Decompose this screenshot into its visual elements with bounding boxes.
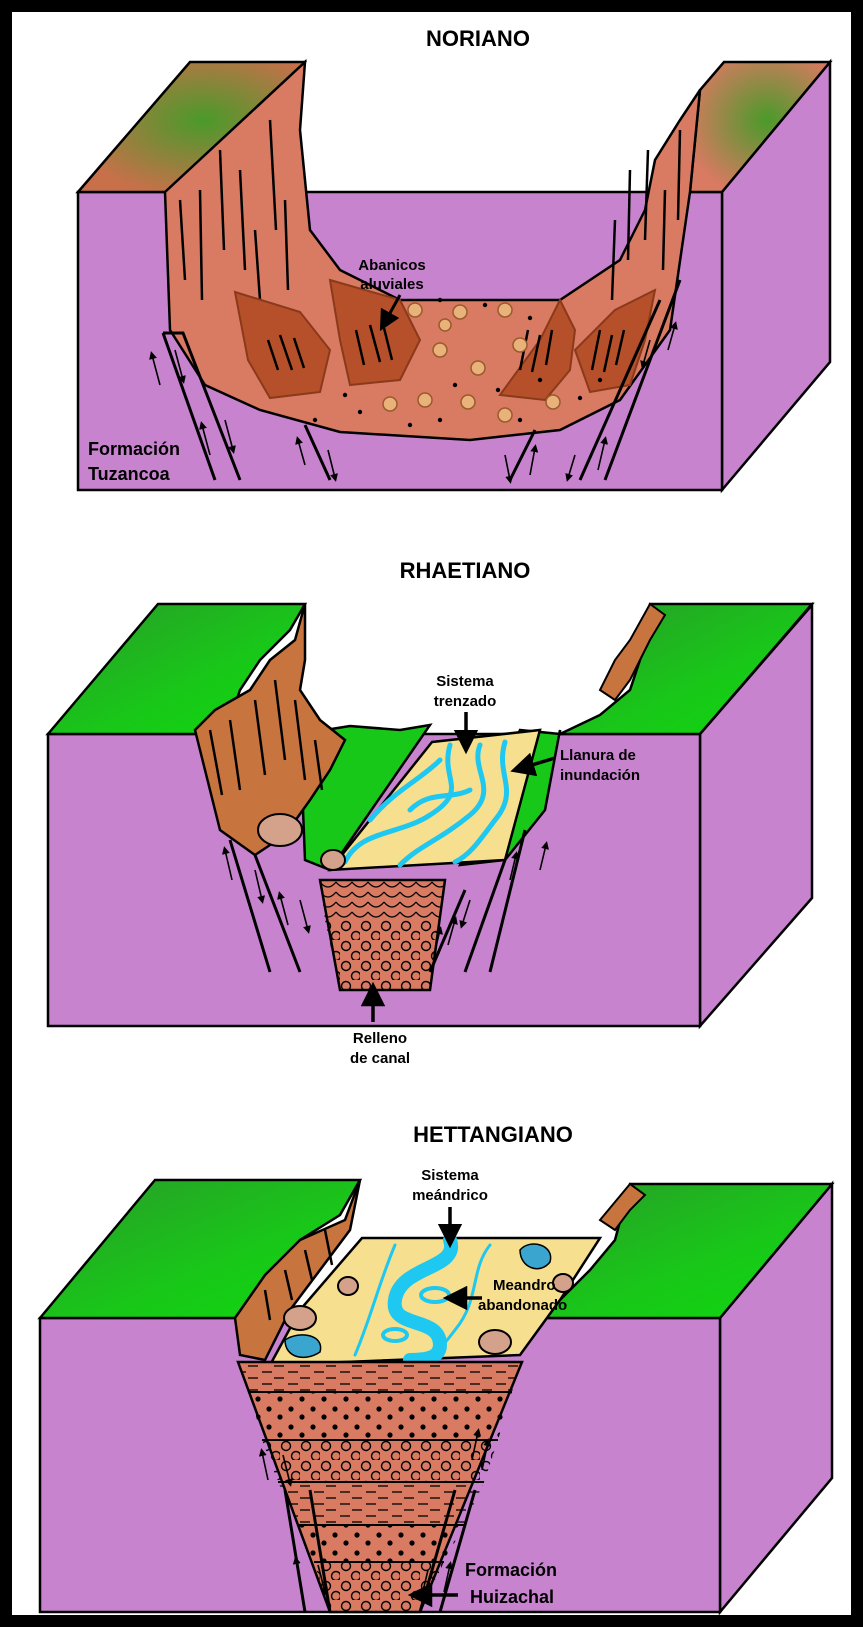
boulder — [258, 814, 302, 846]
label-sistema: Sistema — [436, 673, 494, 690]
label-sistema: Sistema — [421, 1167, 479, 1184]
label-meandrico: meándrico — [412, 1187, 488, 1204]
layer-sandstone — [250, 1392, 512, 1440]
label-de-canal: de canal — [350, 1050, 410, 1067]
label-aluviales: aluviales — [360, 276, 423, 293]
channel-fill-crossbeds — [320, 880, 445, 920]
label-tuzancoa: Tuzancoa — [88, 464, 171, 484]
boulder — [553, 1274, 573, 1292]
label-abandonado: abandonado — [478, 1297, 567, 1314]
panel-hettangiano: HETTANGIANO Sistema meándrico Meandro ab… — [40, 1122, 832, 1612]
panel-title-hettangiano: HETTANGIANO — [413, 1122, 573, 1147]
boulder — [338, 1277, 358, 1295]
label-formacion-2: Formación — [465, 1560, 557, 1580]
layer-conglomerate — [262, 1440, 498, 1482]
label-abanicos: Abanicos — [358, 257, 426, 274]
label-llanura: Llanura de — [560, 747, 636, 764]
panel-noriano: NORIANO Abanicos aluviales Formación Tuz… — [78, 26, 830, 490]
label-relleno: Relleno — [353, 1030, 407, 1047]
label-huizachal: Huizachal — [470, 1587, 554, 1607]
channel-fill-gravel — [325, 920, 440, 990]
boulder — [479, 1330, 511, 1354]
layer-mudstone — [278, 1482, 484, 1525]
label-meandro: Meandro — [493, 1277, 556, 1294]
label-inundacion: inundación — [560, 767, 640, 784]
panel-title-noriano: NORIANO — [426, 26, 530, 51]
boulder — [284, 1306, 316, 1330]
label-trenzado: trenzado — [434, 693, 497, 710]
layer-mudstone — [238, 1362, 522, 1392]
boulder — [321, 850, 345, 870]
panel-title-rhaetiano: RHAETIANO — [400, 558, 531, 583]
label-formacion-1: Formación — [88, 439, 180, 459]
panel-rhaetiano: RHAETIANO Sistema trenzado Llanura de in… — [48, 558, 812, 1067]
